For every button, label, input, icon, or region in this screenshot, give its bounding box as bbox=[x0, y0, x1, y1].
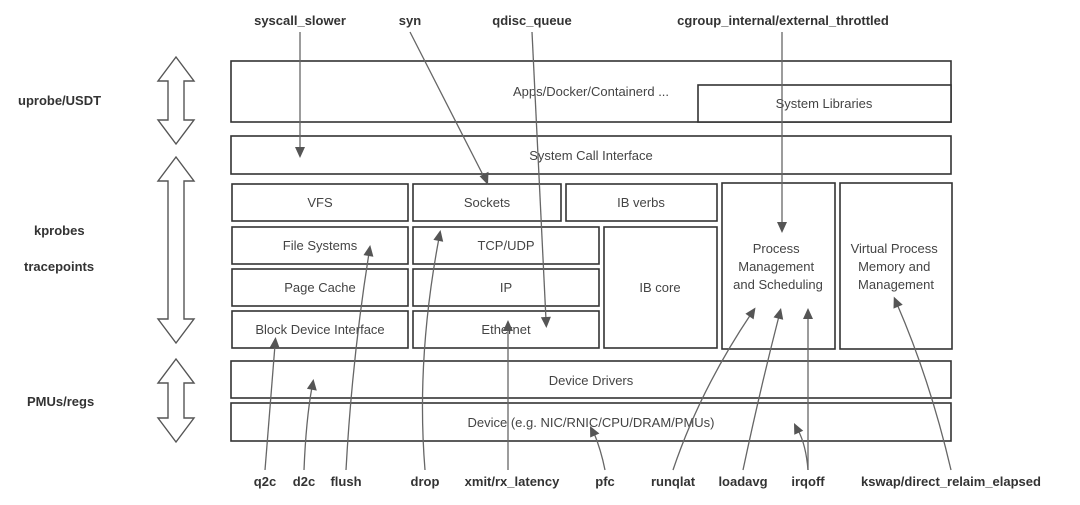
ib-verbs-box bbox=[565, 183, 718, 222]
sockets-label: Sockets bbox=[464, 195, 511, 210]
ip-label: IP bbox=[500, 280, 512, 295]
vfs-label: VFS bbox=[307, 195, 333, 210]
pointer-loadavg bbox=[742, 308, 784, 471]
metric-syn: syn bbox=[399, 13, 421, 28]
vfs-box bbox=[231, 183, 409, 222]
double-arrow-pmus bbox=[156, 357, 196, 444]
tcp-udp-label: TCP/UDP bbox=[477, 238, 534, 253]
pointer-drop bbox=[421, 230, 444, 471]
process-management-box bbox=[721, 182, 836, 350]
file-systems-box bbox=[231, 226, 409, 265]
system-libraries-label: System Libraries bbox=[776, 96, 873, 111]
layer-label-pmus: PMUs/regs bbox=[27, 394, 94, 409]
layer-label-uprobe: uprobe/USDT bbox=[18, 93, 101, 108]
syscall-interface-box bbox=[230, 135, 952, 175]
pointer-d2c bbox=[303, 379, 317, 471]
ip-box bbox=[412, 268, 600, 307]
metric-flush: flush bbox=[330, 474, 361, 489]
metric-irqoff: irqoff bbox=[791, 474, 825, 489]
pointer-qdisc-queue bbox=[531, 31, 551, 328]
metric-d2c: d2c bbox=[293, 474, 315, 489]
double-arrow-kprobes bbox=[156, 155, 196, 345]
pointer-flush bbox=[345, 245, 374, 471]
pointer-pfc bbox=[590, 426, 606, 471]
metric-xmit-rx-latency: xmit/rx_latency bbox=[465, 474, 560, 489]
process-management-line-2: Management bbox=[738, 259, 814, 274]
double-arrow-uprobe bbox=[156, 55, 196, 146]
ib-core-label: IB core bbox=[639, 280, 680, 295]
system-libraries-box bbox=[697, 84, 952, 123]
pointer-kswap bbox=[893, 296, 952, 471]
page-cache-box bbox=[231, 268, 409, 307]
virtual-memory-label: Virtual Process Memory and Management bbox=[851, 241, 942, 292]
layer-label-kprobes: kprobes bbox=[34, 223, 85, 238]
metric-cgroup-throttled: cgroup_internal/external_throttled bbox=[677, 13, 889, 28]
block-device-box bbox=[231, 310, 409, 349]
pointer-arrows bbox=[264, 31, 952, 471]
apps-label: Apps/Docker/Containerd ... bbox=[513, 84, 669, 99]
tcp-udp-box bbox=[412, 226, 600, 265]
pointer-syn bbox=[409, 31, 489, 185]
pointer-irqoff-device bbox=[794, 423, 809, 471]
metric-qdisc-queue: qdisc_queue bbox=[492, 13, 571, 28]
virtual-memory-line-3: Management bbox=[858, 277, 934, 292]
metric-kswap: kswap/direct_relaim_elapsed bbox=[861, 474, 1041, 489]
virtual-memory-line-2: Memory and bbox=[858, 259, 930, 274]
process-management-label: Process Management and Scheduling bbox=[733, 241, 823, 292]
device-label: Device (e.g. NIC/RNIC/CPU/DRAM/PMUs) bbox=[467, 415, 714, 430]
metric-syscall-slower: syscall_slower bbox=[254, 13, 346, 28]
pointer-cgroup-throttled bbox=[777, 32, 787, 233]
device-drivers-box bbox=[230, 360, 952, 399]
file-systems-label: File Systems bbox=[283, 238, 358, 253]
process-management-line-1: Process bbox=[753, 241, 800, 256]
metric-loadavg: loadavg bbox=[718, 474, 767, 489]
page-cache-label: Page Cache bbox=[284, 280, 356, 295]
pointer-runqlat bbox=[672, 307, 756, 471]
metric-pfc: pfc bbox=[595, 474, 615, 489]
pointer-q2c bbox=[264, 337, 280, 471]
block-device-label: Block Device Interface bbox=[255, 322, 384, 337]
pointer-xmit-rx-latency bbox=[503, 320, 513, 470]
metric-runqlat: runqlat bbox=[651, 474, 696, 489]
virtual-memory-line-1: Virtual Process bbox=[851, 241, 939, 256]
pointer-irqoff bbox=[803, 308, 813, 470]
ib-verbs-label: IB verbs bbox=[617, 195, 665, 210]
device-drivers-label: Device Drivers bbox=[549, 373, 634, 388]
syscall-interface-label: System Call Interface bbox=[529, 148, 653, 163]
layer-label-tracepoints: tracepoints bbox=[24, 259, 94, 274]
pointer-syscall-slower bbox=[295, 32, 305, 158]
metric-q2c: q2c bbox=[254, 474, 276, 489]
process-management-line-3: and Scheduling bbox=[733, 277, 823, 292]
metric-drop: drop bbox=[411, 474, 440, 489]
virtual-memory-box bbox=[839, 182, 953, 350]
sockets-box bbox=[412, 183, 562, 222]
ib-core-box bbox=[603, 226, 718, 349]
